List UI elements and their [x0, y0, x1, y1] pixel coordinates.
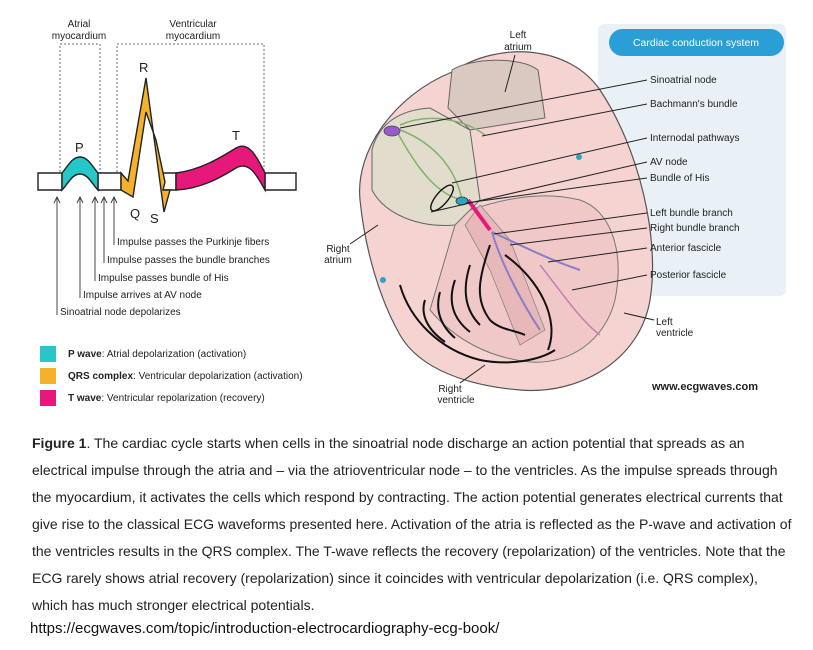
r-letter: R [139, 60, 148, 75]
legend-desc-t: : Ventricular repolarization (recovery) [101, 392, 265, 404]
internodal-pathway-2 [394, 127, 463, 201]
impulse-label-bundle-his: Impulse passes bundle of His [98, 273, 229, 284]
posterior-fascicle-fiber [539, 264, 601, 336]
legend-text-p: P wave: Atrial depolarization (activatio… [68, 349, 246, 360]
wave-legend: P wave: Atrial depolarization (activatio… [40, 343, 360, 409]
figure-caption: Figure 1. The cardiac cycle starts when … [32, 430, 792, 619]
label-internodal-pathways: Internodal pathways [650, 133, 740, 144]
impulse-label-sa-node: Sinoatrial node depolarizes [60, 307, 181, 318]
atrial-myocardium-label-2: myocardium [52, 31, 106, 42]
vessel-dot-left [380, 277, 386, 283]
atrial-myocardium-label: Atrial [68, 19, 91, 30]
qrs-complex [120, 77, 171, 213]
ventricular-region-bracket [116, 43, 265, 188]
ventricular-myocardium-label: Ventricular [169, 19, 217, 30]
right-bundle-branch [491, 231, 541, 331]
site-credit: www.ecgwaves.com [652, 381, 758, 393]
label-sinoatrial-node: Sinoatrial node [650, 75, 717, 86]
atrial-region-bracket [59, 43, 101, 188]
baseline-left [37, 172, 63, 191]
impulse-label-av-node: Impulse arrives at AV node [83, 290, 202, 301]
label-anterior-fascicle: Anterior fascicle [650, 243, 722, 254]
legend-row-t: T wave: Ventricular repolarization (reco… [40, 387, 360, 409]
purkinje-fibers [399, 244, 556, 364]
heart-diagram: Cardiac conduction system Left atrium Ri… [324, 24, 786, 406]
legend-swatch-p [40, 346, 56, 362]
label-bachmanns-bundle: Bachmann's bundle [650, 99, 738, 110]
label-bundle-of-his: Bundle of His [650, 173, 709, 184]
conduction-leaders [399, 79, 648, 291]
legend-row-qrs: QRS complex: Ventricular depolarization … [40, 365, 360, 387]
legend-name-qrs: QRS complex [68, 370, 134, 382]
p-letter: P [75, 140, 84, 155]
left-atrium-label-2: atrium [504, 42, 532, 53]
q-letter: Q [130, 206, 140, 221]
impulse-arrows [53, 195, 118, 315]
left-ventricle-label-2: ventricle [656, 328, 694, 339]
impulse-label-purkinje: Impulse passes the Purkinje fibers [117, 237, 269, 248]
source-url[interactable]: https://ecgwaves.com/topic/introduction-… [30, 620, 500, 637]
legend-row-p: P wave: Atrial depolarization (activatio… [40, 343, 360, 365]
right-atrium-label-2: atrium [324, 255, 352, 266]
legend-desc-p: : Atrial depolarization (activation) [101, 348, 247, 360]
legend-text-qrs: QRS complex: Ventricular depolarization … [68, 371, 303, 382]
vessel-dot-right [576, 154, 582, 160]
legend-text-t: T wave: Ventricular repolarization (reco… [68, 393, 265, 404]
t-letter: T [232, 128, 240, 143]
p-wave [61, 156, 99, 192]
label-left-bundle-branch: Left bundle branch [650, 208, 733, 219]
t-wave [175, 145, 266, 193]
left-ventricle-label: Left [656, 317, 673, 328]
right-ventricle-leader [459, 364, 486, 384]
legend-name-p: P wave [68, 348, 102, 360]
s-letter: S [150, 211, 159, 226]
label-right-bundle-branch: Right bundle branch [650, 223, 740, 234]
ventricular-myocardium-label-2: myocardium [166, 31, 220, 42]
internodal-pathway [394, 127, 463, 201]
baseline-right [264, 172, 297, 191]
left-ventricle-leader [623, 312, 655, 321]
legend-swatch-qrs [40, 368, 56, 384]
panel-title-pill [609, 29, 784, 56]
bundle-of-his [466, 198, 492, 232]
label-posterior-fascicle: Posterior fascicle [650, 270, 727, 281]
left-atrium-leader [504, 54, 516, 93]
sa-node [383, 125, 401, 137]
legend-desc-qrs: : Ventricular depolarization (activation… [133, 370, 303, 382]
legend-name-t: T wave [68, 392, 102, 404]
left-bundle-branch [491, 231, 581, 271]
right-atrium-leader [349, 224, 379, 245]
left-atrium-label: Left [510, 30, 527, 41]
caption-text: . The cardiac cycle starts when cells in… [32, 435, 792, 613]
av-ring [430, 184, 454, 212]
left-atrium [447, 59, 546, 131]
figure-label: Figure 1 [32, 435, 87, 451]
impulse-label-bundle-branches: Impulse passes the bundle branches [107, 255, 270, 266]
right-atrium-label: Right [326, 244, 350, 255]
baseline-pr [97, 172, 122, 191]
panel-title: Cardiac conduction system [633, 37, 759, 49]
legend-swatch-t [40, 390, 56, 406]
ecg-diagram: Atrial myocardium Ventricular myocardium… [37, 19, 297, 318]
right-ventricle-label-2: ventricle [437, 395, 475, 406]
right-ventricle-label: Right [438, 384, 462, 395]
label-av-node: AV node [650, 157, 688, 168]
